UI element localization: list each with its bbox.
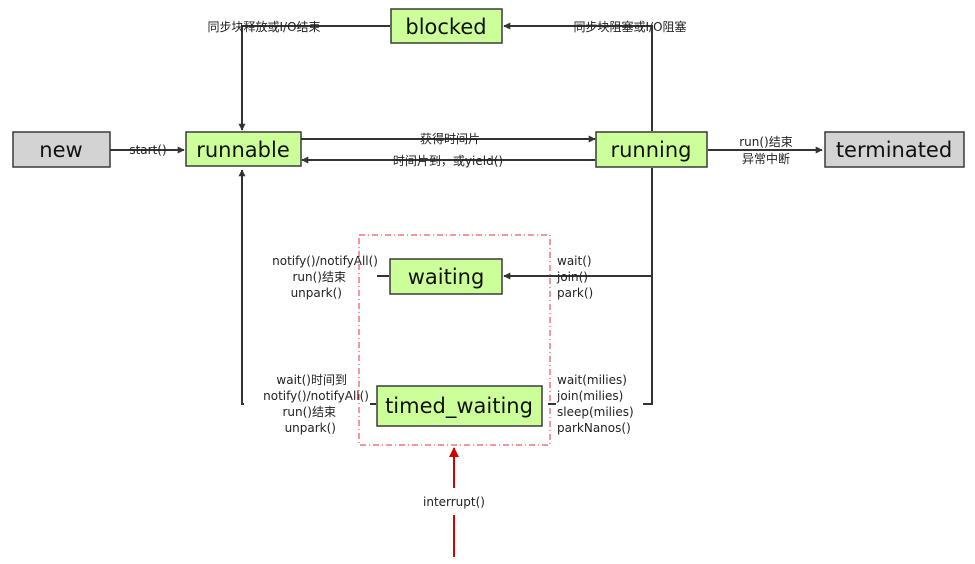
label-running-to-waiting-3: park() [557,286,593,300]
state-runnable: runnable [185,131,302,167]
label-running-to-terminated-2: 异常中断 [742,151,790,166]
state-waiting-label: waiting [408,265,485,289]
state-running-label: running [610,138,691,162]
label-waiting-to-runnable-3: unpark() [291,286,342,300]
state-waiting: waiting [389,258,503,295]
state-blocked-label: blocked [405,15,486,39]
label-timed-waiting-to-runnable-2: notify()/notifyAll() [263,389,369,403]
state-runnable-label: runnable [196,138,290,162]
state-new-label: new [39,138,82,162]
label-running-to-timed-waiting-2: join(milies) [556,389,623,403]
waiting-states-group-border [358,234,551,446]
label-timed-waiting-to-runnable-1: wait()时间到 [276,373,347,387]
state-running: running [595,131,708,168]
label-start: start() [129,143,166,157]
label-running-to-timed-waiting-3: sleep(milies) [557,405,634,419]
label-running-to-blocked: 同步块阻塞或I/O阻塞 [573,19,686,34]
label-running-to-terminated-1: run()结束 [739,135,793,149]
state-terminated: terminated [824,131,965,168]
label-timed-waiting-to-runnable-3: run()结束 [282,405,336,419]
state-terminated-label: terminated [836,138,952,162]
label-running-to-waiting-1: wait() [557,254,592,268]
edge-running-to-blocked [503,22,653,131]
state-timed-waiting: timed_waiting [376,385,543,427]
label-running-to-timed-waiting-4: parkNanos() [557,421,631,435]
label-waiting-to-runnable-2: run()结束 [292,270,346,284]
label-blocked-to-runnable: 同步块释放或I/O结束 [207,19,320,34]
edge-blocked-to-runnable [238,25,390,131]
state-new: new [12,131,111,168]
edge-timed-waiting-to-runnable [238,169,246,405]
edge-running-to-timed-waiting [643,276,653,405]
label-interrupt: interrupt() [423,495,485,509]
label-running-to-runnable: 时间片到，或yield() [393,154,503,168]
state-blocked: blocked [390,8,503,44]
label-running-to-timed-waiting-1: wait(milies) [557,373,627,387]
label-runnable-to-running: 获得时间片 [420,131,480,146]
label-running-to-waiting-2: join() [556,270,588,284]
state-timed-waiting-label: timed_waiting [385,394,533,419]
label-waiting-to-runnable-1: notify()/notifyAll() [272,254,378,268]
label-timed-waiting-to-runnable-4: unpark() [285,421,336,435]
